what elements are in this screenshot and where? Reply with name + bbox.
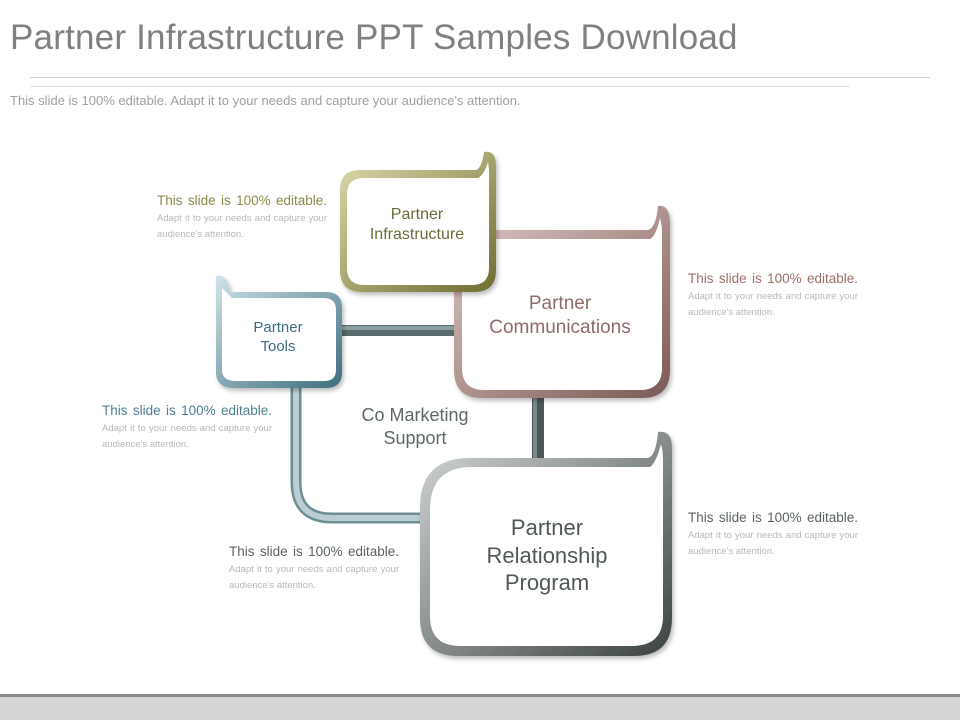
note-lead: This slide is 100% editable. — [157, 193, 327, 208]
co-marketing-label: Co Marketing Support — [361, 405, 469, 448]
partner-infrastructure-label: Partner Infrastructure — [369, 206, 465, 243]
note-rest: Adapt it to your needs and capture your … — [229, 564, 399, 591]
note-lead: This slide is 100% editable. — [229, 544, 399, 559]
note-center: This slide is 100% editable. Adapt it to… — [229, 544, 399, 592]
partner-communications-label: Partner Communications — [489, 293, 631, 338]
partner-communications-box — [454, 205, 670, 398]
footer-bar — [0, 697, 960, 720]
note-relationship: This slide is 100% editable. Adapt it to… — [688, 510, 858, 558]
title-divider-secondary — [30, 86, 850, 87]
note-rest: Adapt it to your needs and capture your … — [157, 213, 327, 240]
slide-subtitle: This slide is 100% editable. Adapt it to… — [10, 93, 521, 108]
note-lead: This slide is 100% editable. — [102, 403, 272, 418]
slide-title: Partner Infrastructure PPT Samples Downl… — [10, 18, 738, 57]
note-lead: This slide is 100% editable. — [688, 510, 858, 525]
footer-divider — [0, 694, 960, 697]
title-divider — [30, 77, 930, 78]
note-lead: This slide is 100% editable. — [688, 271, 858, 286]
partner-tools-box — [216, 275, 342, 388]
partner-relationship-label: Partner Relationship Program — [486, 515, 608, 595]
note-infrastructure: This slide is 100% editable. Adapt it to… — [157, 193, 327, 241]
connector-tools-to-communications — [338, 325, 460, 336]
partner-infrastructure-box — [340, 151, 496, 292]
note-tools: This slide is 100% editable. Adapt it to… — [102, 403, 272, 451]
connector-tools-to-relationship — [290, 384, 430, 524]
note-rest: Adapt it to your needs and capture your … — [688, 291, 858, 318]
connector-communications-to-relationship — [532, 396, 544, 464]
partner-relationship-box — [420, 431, 672, 656]
note-rest: Adapt it to your needs and capture your … — [102, 423, 272, 450]
note-communications: This slide is 100% editable. Adapt it to… — [688, 271, 858, 319]
partner-tools-label: Partner Tools — [253, 319, 303, 355]
note-rest: Adapt it to your needs and capture your … — [688, 530, 858, 557]
